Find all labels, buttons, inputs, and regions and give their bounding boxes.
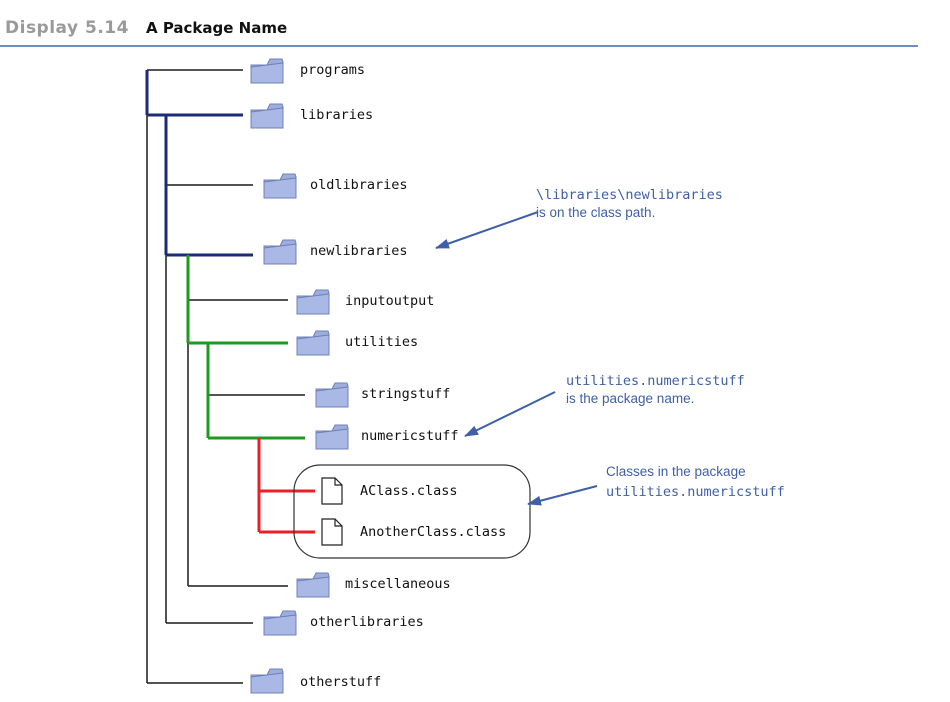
- folder-label-numericstuff: numericstuff: [361, 428, 459, 444]
- display-title: A Package Name: [146, 19, 288, 37]
- folder-icon-libraries: [250, 103, 284, 129]
- classes-note-text: Classes in the package: [606, 464, 746, 479]
- folder-label-inputoutput: inputoutput: [345, 293, 434, 309]
- classpath-note-code: \libraries\newlibraries: [536, 187, 723, 203]
- folder-icon-inputoutput: [296, 289, 330, 315]
- folder-label-miscellaneous: miscellaneous: [345, 576, 451, 592]
- file-icon-anotherclass: [321, 518, 343, 546]
- black-connectors: [146, 69, 305, 684]
- folder-icon-utilities: [296, 330, 330, 356]
- classes-group-box: [293, 464, 531, 559]
- file-label-anotherclass: AnotherClass.class: [360, 524, 506, 540]
- folder-icon-otherstuff: [250, 668, 284, 694]
- folder-label-programs: programs: [300, 62, 365, 78]
- folder-label-otherlibraries: otherlibraries: [310, 614, 424, 630]
- classes-note-code: utilities.numericstuff: [606, 484, 785, 500]
- folder-icon-stringstuff: [315, 382, 349, 408]
- red-connectors: [257, 438, 315, 534]
- folder-icon-newlibraries: [263, 239, 297, 265]
- folder-label-stringstuff: stringstuff: [361, 386, 450, 402]
- folder-label-libraries: libraries: [300, 107, 373, 123]
- classes-arrow: [527, 485, 598, 506]
- classpath-note-text: is on the class path.: [536, 205, 655, 220]
- folder-icon-programs: [250, 58, 284, 84]
- navy-connectors: [145, 70, 253, 257]
- folder-label-newlibraries: newlibraries: [310, 243, 408, 259]
- folder-icons: [250, 58, 349, 694]
- display-label: Display 5.14: [5, 18, 129, 38]
- classpath-arrow: [435, 211, 539, 249]
- folder-label-otherstuff: otherstuff: [300, 674, 381, 690]
- annotation-arrows: [435, 211, 598, 506]
- folder-label-oldlibraries: oldlibraries: [310, 177, 408, 193]
- green-connectors: [186, 255, 305, 440]
- folder-icon-otherlibraries: [263, 610, 297, 636]
- folder-icon-oldlibraries: [263, 173, 297, 199]
- package-name-note-code: utilities.numericstuff: [566, 373, 745, 389]
- package-name-note-text: is the package name.: [566, 391, 694, 406]
- folder-icon-miscellaneous: [296, 572, 330, 598]
- folder-icon-numericstuff: [315, 424, 349, 450]
- file-icon-aclass: [321, 477, 343, 505]
- package-name-arrow: [464, 391, 556, 437]
- header-rule: [0, 45, 918, 47]
- header: Display 5.14 A Package Name: [0, 0, 950, 48]
- folder-label-utilities: utilities: [345, 334, 418, 350]
- file-label-aclass: AClass.class: [360, 483, 458, 499]
